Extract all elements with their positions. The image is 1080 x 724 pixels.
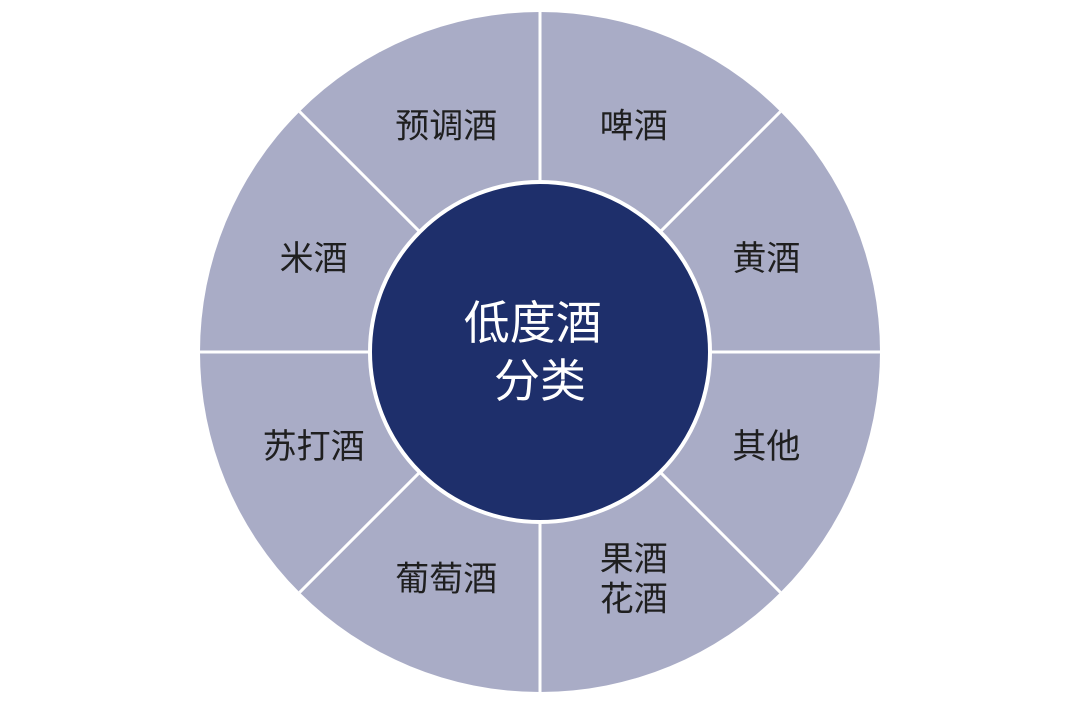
segment-label-line: 米酒	[280, 239, 348, 279]
segment-label-line: 预调酒	[395, 107, 497, 147]
segment-label-line: 啤酒	[600, 107, 668, 147]
segment-label-4: 果酒花酒	[600, 539, 668, 619]
segment-label-line: 花酒	[600, 579, 668, 619]
segment-divider	[659, 471, 782, 594]
segment-label-1: 啤酒	[600, 107, 668, 147]
center-title: 低度酒 分类	[464, 296, 617, 408]
segment-divider	[298, 471, 421, 594]
segment-divider	[298, 110, 421, 233]
center-title-line-2: 分类	[494, 354, 586, 408]
segment-label-line: 黄酒	[732, 239, 800, 279]
segment-label-8: 预调酒	[395, 107, 497, 147]
segment-label-7: 米酒	[280, 239, 348, 279]
segment-divider	[659, 110, 782, 233]
segment-label-2: 黄酒	[732, 239, 800, 279]
segment-label-line: 其他	[732, 427, 800, 467]
segment-label-line: 苏打酒	[263, 427, 365, 467]
segment-label-6: 苏打酒	[263, 427, 365, 467]
segment-dividers	[200, 12, 880, 692]
segment-label-line: 果酒	[600, 539, 668, 579]
center-title-line-1: 低度酒	[464, 296, 602, 350]
segment-label-line: 葡萄酒	[395, 559, 497, 599]
center-circle	[368, 180, 712, 524]
segment-label-5: 葡萄酒	[395, 559, 497, 599]
segment-label-3: 其他	[732, 427, 800, 467]
